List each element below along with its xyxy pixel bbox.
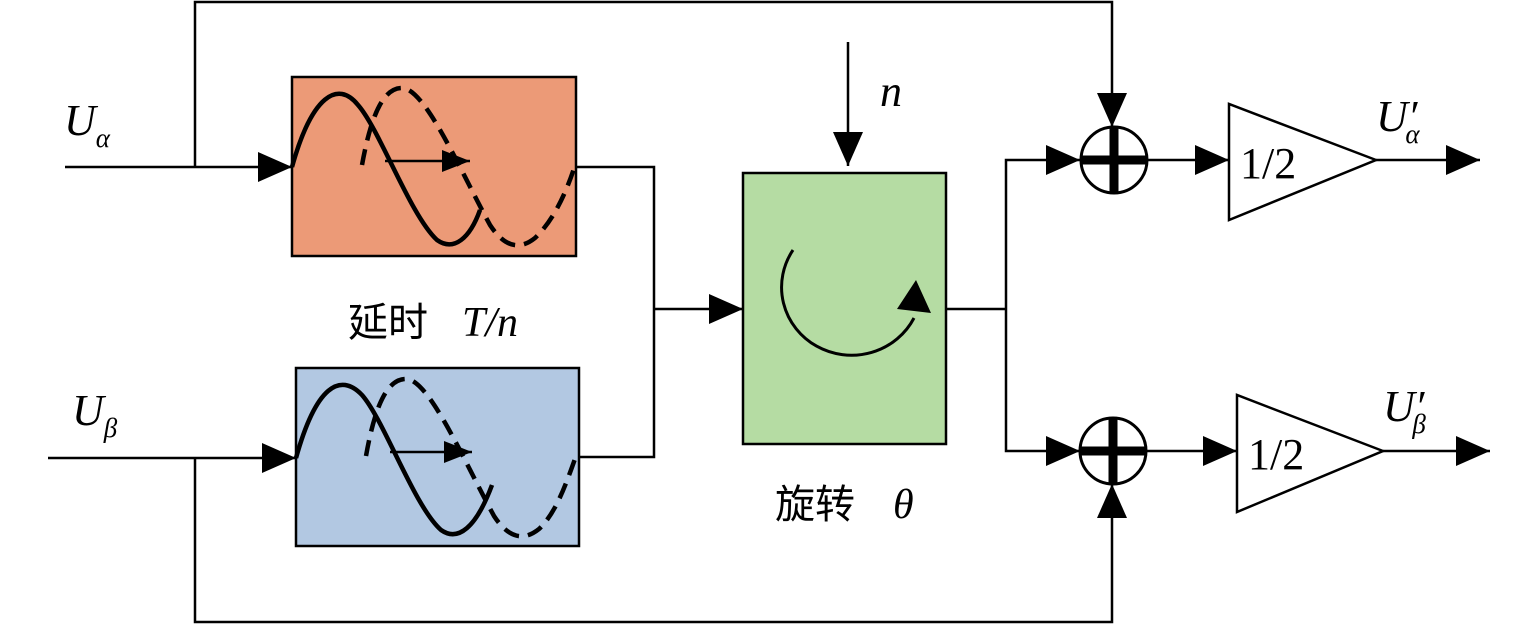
top-gain-label: 1/2 (1240, 139, 1296, 188)
rotation-label: 旋转 θ (775, 482, 914, 528)
bottom-summing-junction (1078, 416, 1148, 486)
rotation-label-value: θ (893, 482, 914, 528)
split-to-bottom-adder-wire (1004, 309, 1080, 466)
rotation-label-cn: 旋转 (775, 482, 855, 528)
delay-block-alpha (290, 75, 578, 258)
split-to-top-adder-wire (1004, 145, 1080, 309)
n-label: n (880, 67, 902, 116)
delay-label: 延时 T/n (348, 300, 518, 346)
alpha-bypass-wire (193, 0, 1127, 167)
top-gain-triangle (1227, 102, 1380, 222)
bottom-gain-triangle (1235, 393, 1387, 514)
u-beta-prime-label: U′β (1383, 382, 1426, 439)
delay-label-value: T/n (462, 300, 518, 346)
u-alpha-label: Uα (64, 96, 111, 153)
delay-beta-waveform (293, 376, 579, 539)
delay-beta-output-wire (579, 309, 656, 459)
delay-block-beta (294, 366, 581, 548)
top-summing-junction (1079, 125, 1149, 195)
rotation-arrow-icon (780, 249, 931, 357)
delay-alpha-output-wire (576, 165, 656, 309)
bottom-gain-label: 1/2 (1248, 430, 1304, 479)
u-beta-label: Uβ (72, 386, 118, 443)
u-alpha-prime-label: U′α (1376, 92, 1420, 149)
beta-bypass-wire (193, 458, 1127, 624)
delay-label-cn: 延时 (348, 300, 428, 346)
delay-alpha-waveform (289, 85, 579, 248)
